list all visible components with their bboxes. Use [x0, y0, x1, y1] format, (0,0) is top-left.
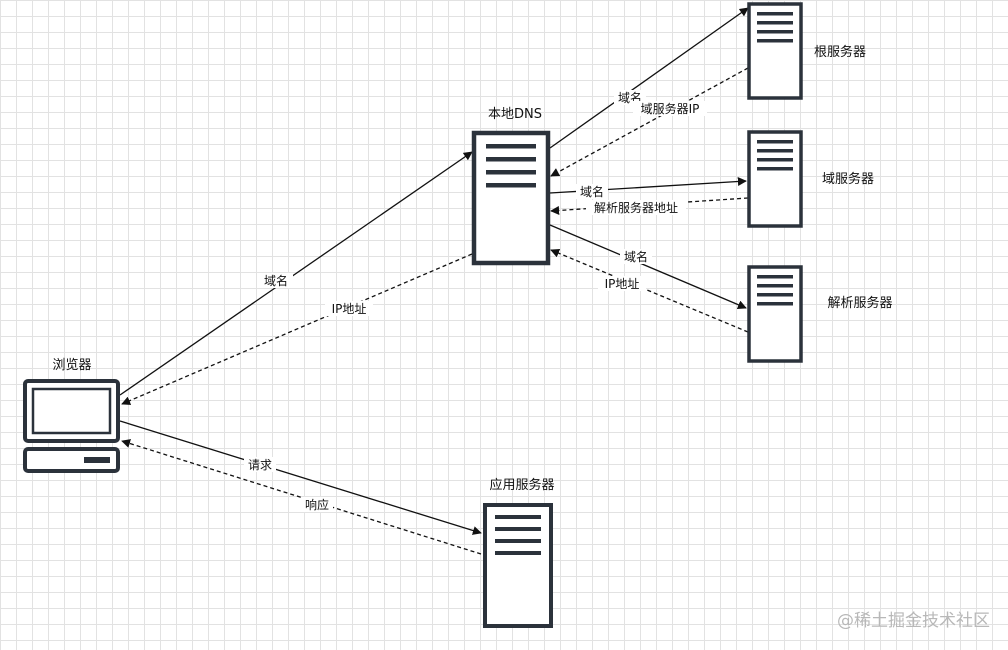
edge-label-dns-to-resolve: 域名 — [624, 249, 648, 264]
root-server-label: 根服务器 — [814, 44, 866, 60]
edge-browser-to-dns[interactable] — [119, 151, 473, 396]
edge-label-dns-to-browser: IP地址 — [332, 302, 367, 316]
domain-server-icon[interactable] — [747, 130, 803, 228]
edge-label-root-to-dns: 域服务器IP — [641, 101, 700, 116]
watermark: @稀土掘金技术社区 — [837, 611, 990, 631]
app-server-icon[interactable] — [483, 503, 553, 628]
browser-computer-icon[interactable] — [23, 379, 120, 473]
edge-browser-to-app[interactable] — [119, 420, 482, 535]
domain-server-label: 域服务器 — [822, 171, 874, 187]
edge-label-browser-to-app: 请求 — [248, 458, 272, 472]
local-dns-server-icon[interactable] — [471, 130, 551, 266]
app-server-label: 应用服务器 — [489, 477, 554, 493]
edge-dns-to-resolve[interactable] — [549, 224, 747, 309]
edge-label-dns-to-domain: 域名 — [580, 184, 604, 199]
resolve-server-icon[interactable] — [747, 265, 803, 363]
edge-labels: 域名 IP地址 域名 域服务器IP 域名 解析服务器地址 域名 IP地址 请求 … — [244, 90, 707, 512]
edge-root-to-dns[interactable] — [550, 67, 749, 177]
resolve-server-label: 解析服务器 — [827, 295, 892, 311]
local-dns-label: 本地DNS — [488, 107, 542, 122]
root-server-icon[interactable] — [747, 2, 803, 100]
edge-label-resolve-to-dns: IP地址 — [605, 277, 640, 291]
edge-label-domain-to-dns: 解析服务器地址 — [594, 200, 678, 215]
edge-label-browser-to-dns: 域名 — [264, 273, 288, 288]
edge-resolve-to-dns[interactable] — [550, 248, 749, 333]
edge-label-app-to-browser: 响应 — [305, 497, 329, 512]
edges — [119, 7, 749, 555]
browser-label: 浏览器 — [52, 357, 91, 373]
edge-dns-to-browser[interactable] — [121, 253, 473, 405]
edge-dns-to-root[interactable] — [549, 7, 749, 149]
